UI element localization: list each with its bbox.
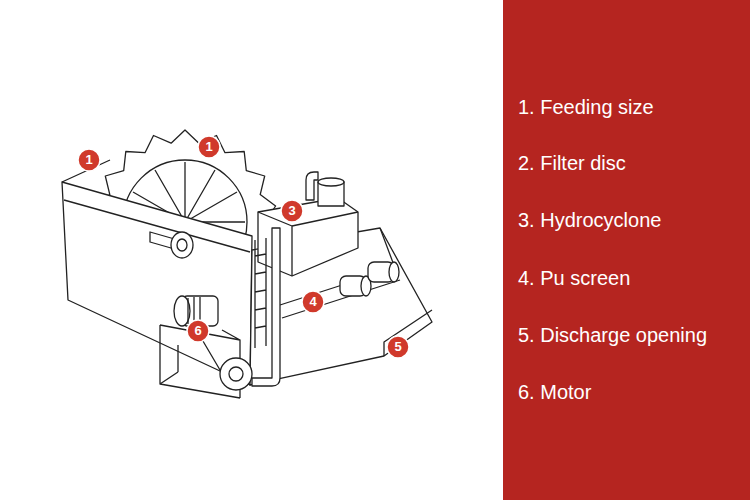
trough-face (62, 182, 252, 385)
feed-pipe (252, 228, 280, 386)
screen-deck (280, 268, 432, 356)
ladder (255, 238, 266, 348)
callout-circle: 1 (77, 148, 101, 172)
callout-disc (387, 336, 409, 358)
vibration-motor-end (389, 262, 399, 282)
hydrocyclone-top (318, 178, 344, 186)
callout-circle: 6 (186, 319, 210, 343)
callout-disc (187, 320, 209, 342)
callout-disc (302, 291, 324, 313)
callout-circle: 5 (386, 335, 410, 359)
callout-number: 1 (205, 140, 212, 154)
part-label: 3. Hydrocyclone (518, 208, 661, 232)
callout-circle: 1 (197, 135, 221, 159)
pump (220, 358, 252, 390)
callout-circle: 3 (280, 199, 304, 223)
callout-number: 3 (288, 204, 295, 218)
callout-disc (281, 200, 303, 222)
part-label: 1. Feeding size (518, 95, 654, 119)
part-label: 2. Filter disc (518, 151, 626, 175)
legend-panel: 1. Feeding size 2. Filter disc 3. Hydrocyc… (503, 0, 750, 500)
wheel-hub (171, 232, 193, 258)
callout-disc (198, 136, 220, 158)
callout-number: 6 (194, 324, 201, 338)
part-label: 4. Pu screen (518, 266, 630, 290)
part-label: 5. Discharge opening (518, 323, 707, 347)
pump-core (229, 367, 243, 381)
callout-number: 4 (309, 295, 316, 309)
part-label: 6. Motor (518, 380, 591, 404)
callout-number: 5 (394, 340, 401, 354)
callout-number: 1 (85, 153, 92, 167)
trough-rib (64, 200, 250, 252)
overflow-pipe (306, 172, 318, 200)
wheel-hub-core (177, 239, 187, 251)
callout-disc (78, 149, 100, 171)
callout-circle: 4 (301, 290, 325, 314)
